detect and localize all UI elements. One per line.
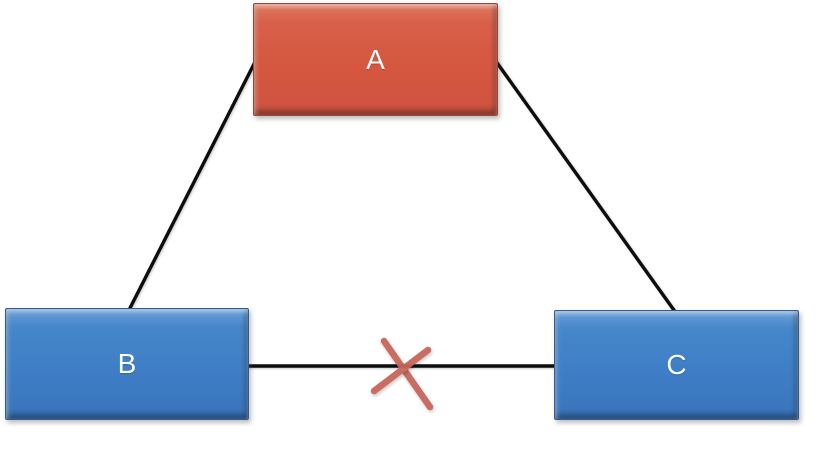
node-a[interactable]: A [253, 3, 498, 116]
node-b[interactable]: B [5, 308, 249, 420]
node-b-label: B [117, 348, 137, 379]
node-c-label: C [666, 349, 687, 380]
node-a-label: A [366, 43, 385, 75]
edge-a-b [126, 58, 258, 314]
broken-connection-x-icon [370, 337, 434, 411]
edge-a-c [493, 58, 678, 315]
node-c[interactable]: C [554, 310, 799, 420]
x-stroke-slash [370, 346, 432, 395]
x-stroke-backslash [380, 337, 434, 411]
